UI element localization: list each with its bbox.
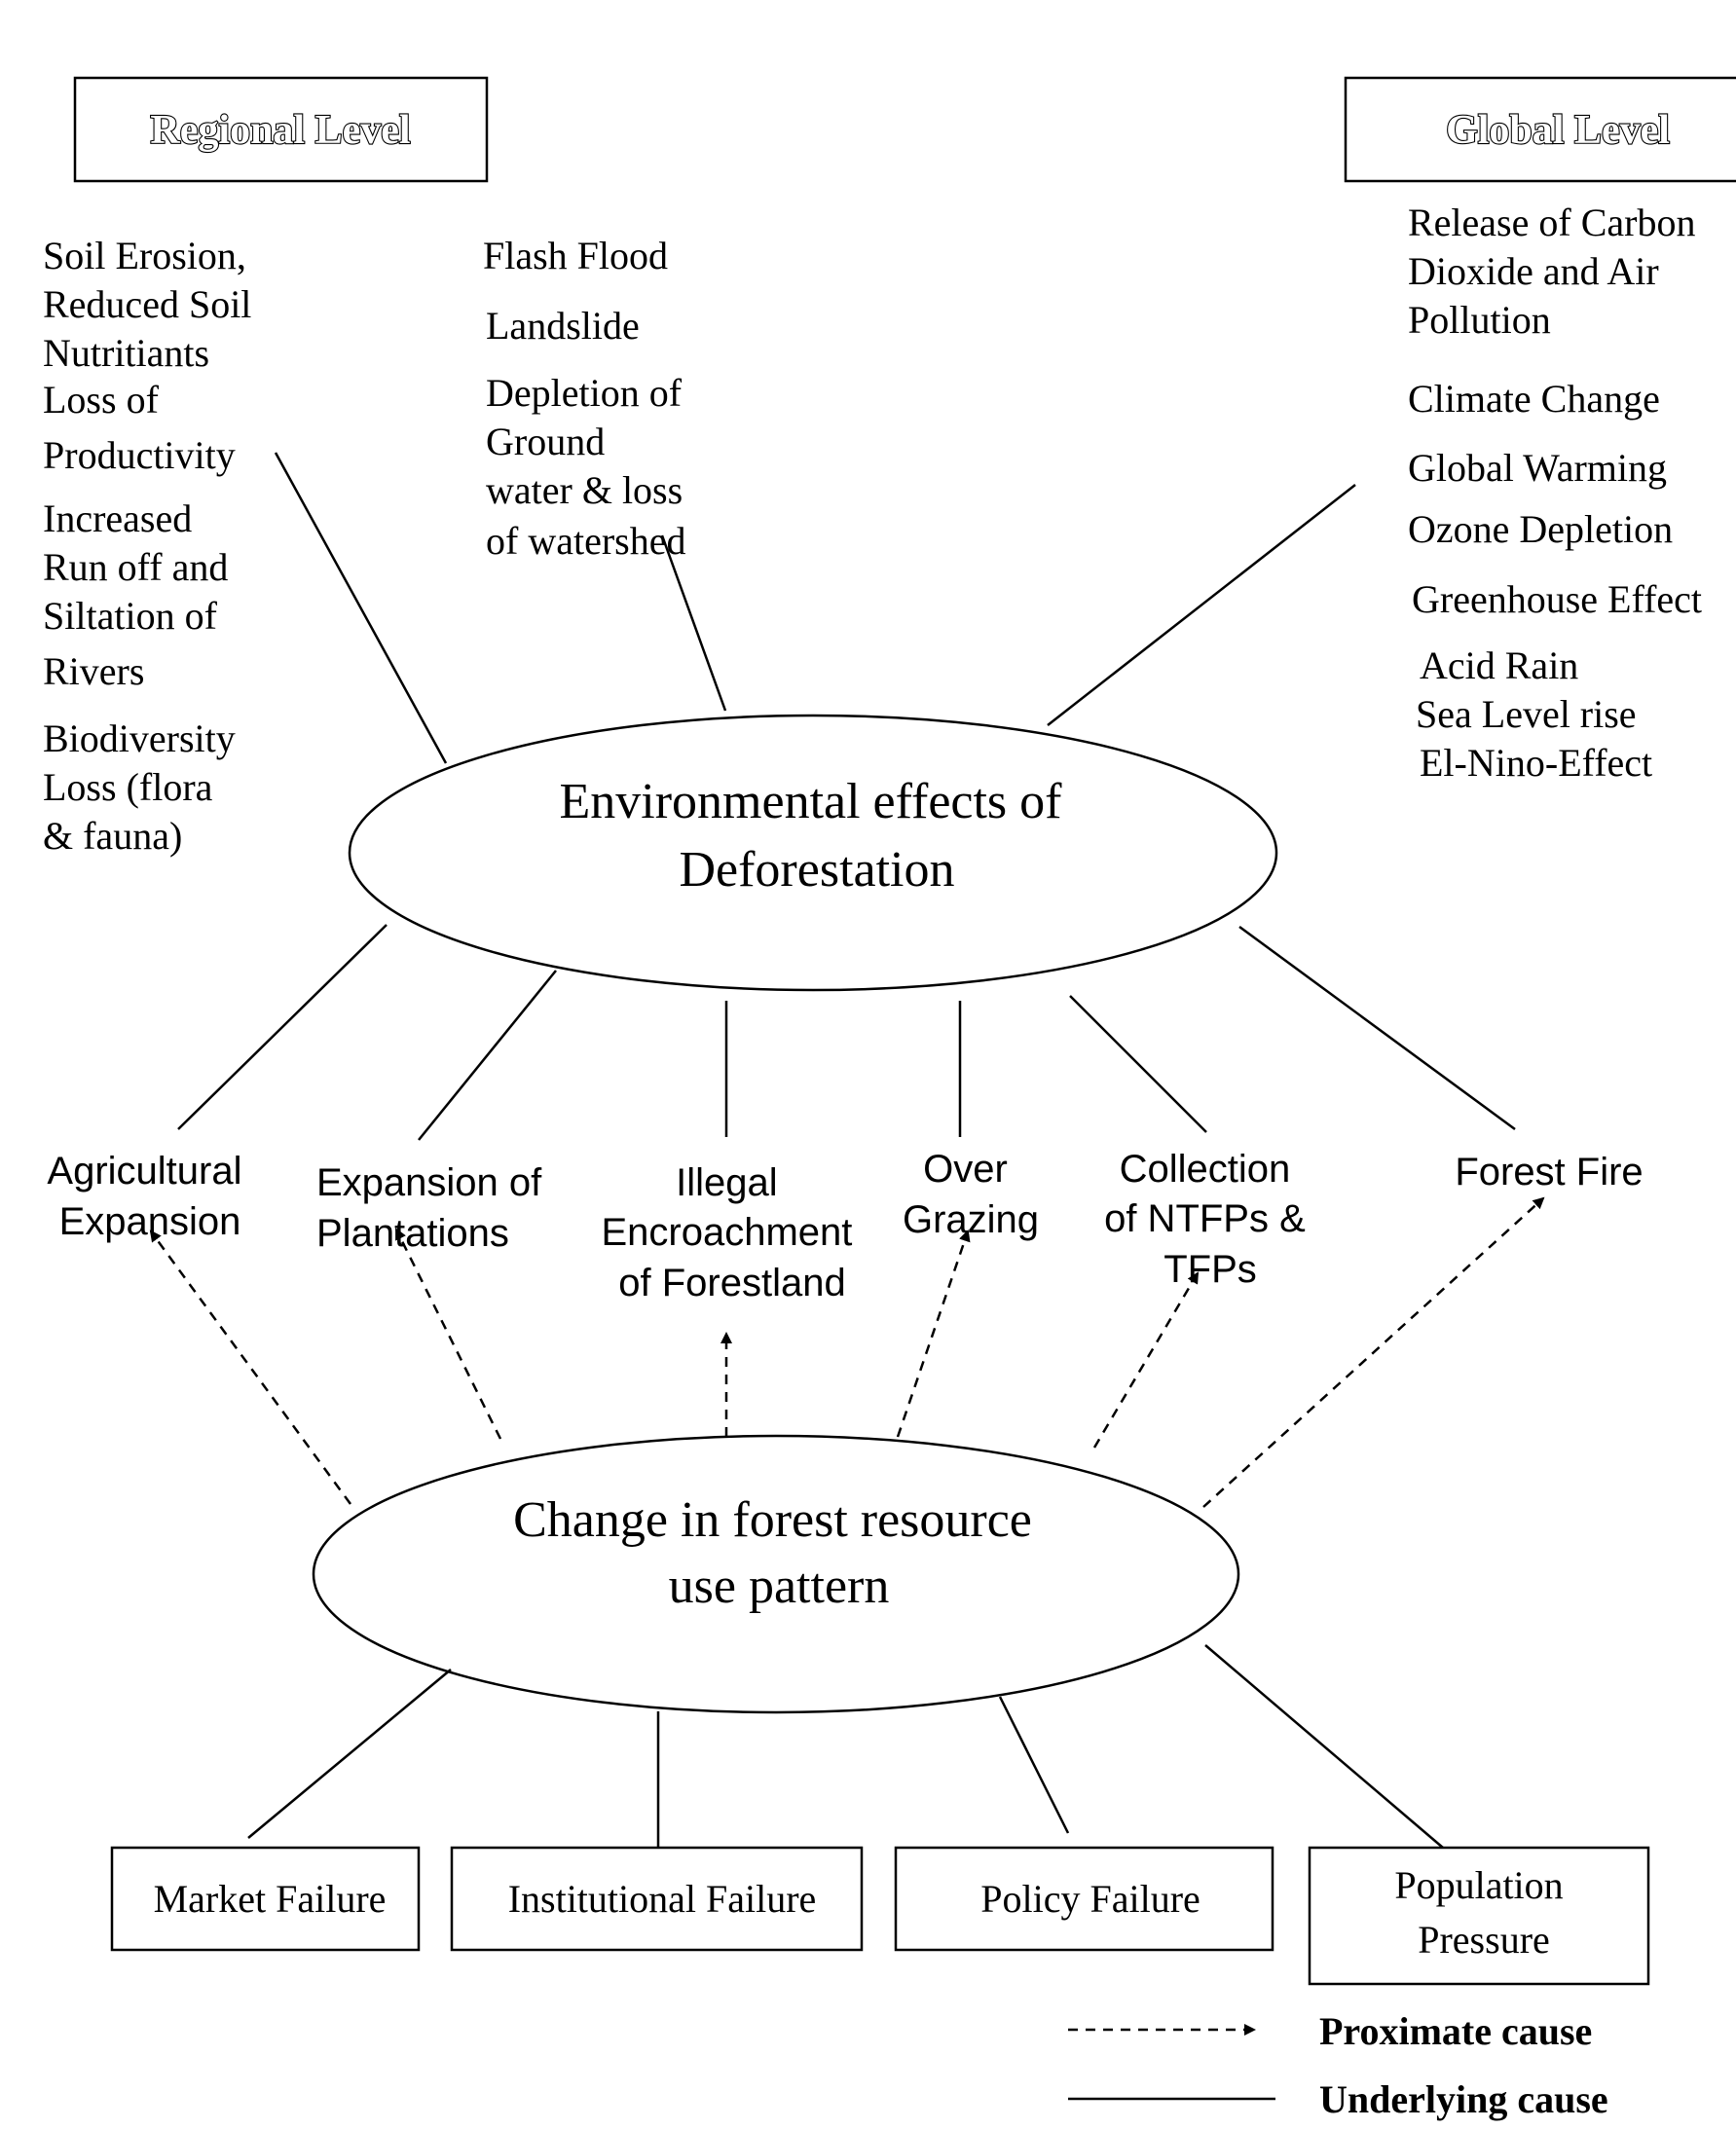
- environmental-effects-label: Environmental effects of Deforestation: [560, 774, 1075, 898]
- proximate-forest-fire: Forest Fire: [1455, 1151, 1643, 1193]
- institutional-failure-box: [450, 1846, 864, 1952]
- population-pressure-label: Population Pressure: [1394, 1863, 1572, 1962]
- regional-effect-runoff-siltation: Increased Run off and Siltation of River…: [43, 496, 238, 693]
- global-effect-ozone-depletion: Ozone Depletion: [1408, 507, 1673, 551]
- global-level-label: Global Level: [1446, 108, 1670, 153]
- arrow-to-forest-fire: [1202, 1196, 1545, 1508]
- market-failure-box: [110, 1846, 421, 1952]
- connector-agricultural-expansion: [177, 924, 388, 1130]
- hydro-effect-flash-flood: Flash Flood: [483, 234, 668, 277]
- connector-market-failure: [247, 1669, 452, 1839]
- connector-population-pressure: [1204, 1644, 1444, 1849]
- connector-forest-fire: [1238, 925, 1516, 1131]
- global-effect-global-warming: Global Warming: [1408, 446, 1667, 490]
- market-failure-label: Market Failure: [154, 1877, 387, 1921]
- proximate-illegal-encroachment: Illegal Encroachment of Forestland: [601, 1161, 863, 1304]
- regional-effect-soil-erosion: Soil Erosion, Reduced Soil Nutritiants: [43, 234, 261, 375]
- population-pressure-box: [1308, 1846, 1650, 1986]
- institutional-failure-label: Institutional Failure: [508, 1877, 817, 1921]
- arrow-to-plantations: [394, 1228, 502, 1440]
- connector-regional-effects: [274, 452, 448, 764]
- global-level-box: [1344, 76, 1736, 183]
- arrow-to-over-grazing: [896, 1230, 971, 1438]
- change-in-resource-use-node: [312, 1434, 1240, 1714]
- regional-effect-loss-of-productivity: Loss of Productivity: [43, 378, 236, 477]
- regional-effect-biodiversity-loss: Biodiversity Loss (flora & fauna): [43, 716, 245, 858]
- regional-level-label: Regional Level: [150, 108, 410, 153]
- connector-policy-failure: [998, 1696, 1070, 1834]
- arrow-to-ntfp-collection: [1092, 1271, 1200, 1449]
- connector-hydro-effects: [660, 534, 727, 712]
- hydro-effect-groundwater-depletion: Depletion of Ground water & loss of wate…: [486, 371, 692, 563]
- change-in-resource-use-label: Change in forest resource use pattern: [513, 1492, 1045, 1614]
- connector-global-effects: [1047, 484, 1356, 726]
- proximate-ntfp-collection: Collection of NTFPs & TFPs: [1104, 1148, 1316, 1291]
- legend-proximate-cause: Proximate cause: [1319, 2009, 1592, 2053]
- global-effect-climate-change: Climate Change: [1408, 377, 1660, 421]
- connector-ntfp-collection: [1069, 995, 1207, 1133]
- global-effect-acid-rain-sea-level: Acid Rain Sea Level rise El-Nino-Effect: [1416, 643, 1652, 785]
- global-effect-carbon-release: Release of Carbon Dioxide and Air Pollut…: [1408, 201, 1705, 342]
- policy-failure-box: [894, 1846, 1274, 1952]
- legend-underlying-cause: Underlying cause: [1319, 2077, 1608, 2121]
- connector-plantations: [418, 970, 557, 1141]
- regional-level-box: [73, 76, 489, 183]
- proximate-expansion-of-plantations: Expansion of Plantations: [316, 1161, 552, 1255]
- arrow-to-agricultural-expansion: [149, 1230, 352, 1505]
- environmental-effects-node: [348, 714, 1278, 992]
- global-effect-greenhouse: Greenhouse Effect: [1412, 577, 1702, 621]
- proximate-over-grazing: Over Grazing: [903, 1148, 1039, 1241]
- policy-failure-label: Policy Failure: [980, 1877, 1200, 1921]
- hydro-effect-landslide: Landslide: [486, 304, 640, 348]
- proximate-agricultural-expansion: Agricultural Expansion: [47, 1150, 252, 1243]
